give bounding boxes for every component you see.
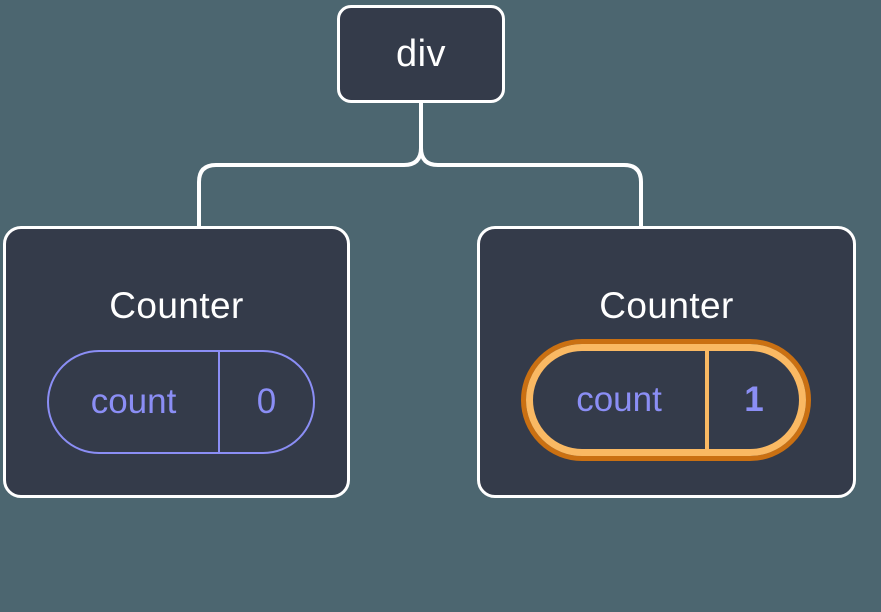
state-pill-inner-ring: count 1: [526, 344, 806, 456]
node-counter-right-title: Counter: [599, 285, 734, 326]
state-key-label: count: [533, 351, 709, 449]
edge-root-to-right: [419, 101, 643, 228]
state-pill-count-right-highlighted[interactable]: count 1: [521, 339, 811, 461]
node-counter-left-title: Counter: [109, 285, 244, 326]
state-pill-count-left[interactable]: count 0: [47, 350, 315, 454]
node-counter-right[interactable]: Counter count 1: [477, 226, 856, 498]
edge-root-to-left: [197, 101, 423, 228]
node-counter-left[interactable]: Counter count 0: [3, 226, 350, 498]
state-value-label: 0: [256, 382, 277, 421]
node-div[interactable]: div: [337, 5, 505, 103]
diagram-canvas: div Counter count 0 Counter count 1: [3, 5, 856, 498]
state-key-label: count: [49, 352, 220, 452]
state-value-label: 1: [744, 380, 764, 419]
node-div-label: div: [395, 33, 447, 75]
